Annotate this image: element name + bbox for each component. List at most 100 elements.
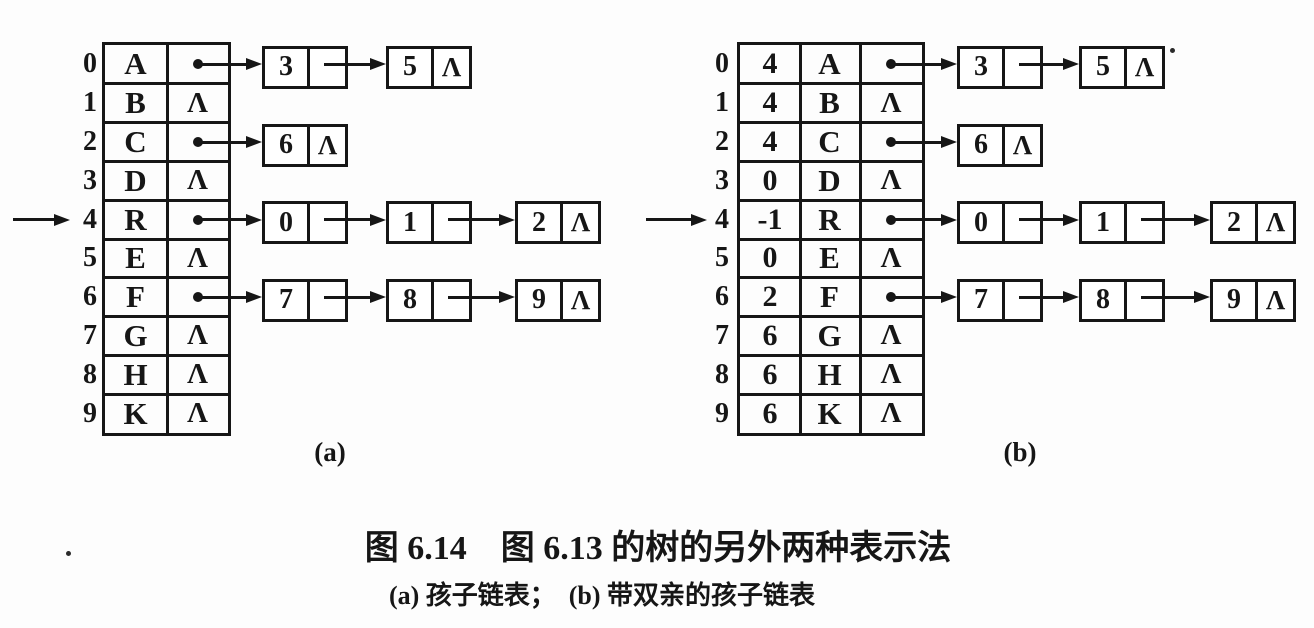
node-data: 9	[518, 281, 563, 319]
node-null: Λ	[1265, 284, 1286, 315]
scan-artifact-dot	[1170, 48, 1175, 53]
node-null: Λ	[1134, 51, 1155, 82]
pointer-dot	[192, 214, 203, 225]
array-table-a	[102, 42, 231, 436]
arrow-line	[1019, 218, 1067, 222]
pointer-dot	[886, 214, 896, 225]
table-grid-hline	[105, 392, 228, 396]
node-null: Λ	[441, 51, 462, 82]
list-node: 1	[1079, 201, 1165, 245]
pointer-dot	[886, 59, 896, 70]
arrow-line	[1141, 218, 1198, 222]
cell-data: H	[817, 356, 843, 392]
table-grid-hline	[740, 159, 922, 163]
arrow-line	[891, 140, 945, 144]
arrow-head	[941, 213, 957, 226]
table-grid-hline	[105, 315, 228, 319]
row-index: 2	[715, 125, 729, 157]
list-node: 7	[957, 278, 1043, 322]
cell-pointer-null: Λ	[187, 397, 208, 430]
row-index: 9	[715, 397, 729, 429]
arrow-head	[246, 58, 262, 71]
cell-data: F	[820, 279, 840, 315]
cell-parent: 6	[762, 318, 778, 352]
arrow-head	[1063, 58, 1079, 71]
cell-pointer-null: Λ	[880, 86, 902, 119]
table-grid-hline	[105, 82, 228, 86]
arrow-line	[324, 218, 374, 222]
arrow-head	[1194, 213, 1210, 226]
arrow-line	[324, 62, 374, 66]
row-index: 3	[715, 164, 729, 196]
cell-parent: 6	[762, 357, 778, 391]
cell-data: H	[123, 356, 149, 392]
row-index: 6	[83, 281, 97, 313]
table-grid-hline	[105, 159, 228, 163]
node-data: 2	[518, 204, 563, 242]
cell-pointer-null: Λ	[880, 164, 902, 197]
node-data: 7	[960, 281, 1005, 319]
cell-data: D	[124, 162, 148, 198]
cell-parent: 0	[762, 241, 778, 275]
arrow-line	[324, 295, 374, 299]
arrow-line	[448, 295, 503, 299]
row-index: 4	[83, 203, 97, 235]
cell-data: E	[819, 240, 841, 276]
diagram-label-b: (b)	[1003, 437, 1037, 467]
pointer-dot	[886, 137, 896, 147]
cell-data: C	[818, 123, 842, 159]
cell-data: F	[126, 279, 146, 315]
cell-data: D	[818, 162, 842, 198]
cell-parent: 4	[762, 86, 778, 120]
node-pointer	[1127, 204, 1162, 241]
arrow-head	[370, 213, 386, 226]
cell-data: C	[124, 123, 148, 159]
cell-pointer-null: Λ	[880, 319, 902, 352]
cell-parent: 4	[762, 124, 778, 158]
table-grid-hline	[740, 315, 922, 319]
table-grid-hline	[105, 353, 228, 357]
head-pointer-line	[646, 218, 695, 222]
list-node: 3	[957, 45, 1043, 89]
table-grid-hline	[105, 198, 228, 202]
table-grid-hline	[740, 82, 922, 86]
row-index: 7	[83, 319, 97, 351]
arrow-line	[1019, 62, 1067, 66]
node-null: Λ	[1265, 207, 1286, 238]
arrow-line	[197, 62, 250, 66]
head-pointer-arrowhead	[691, 213, 707, 226]
node-pointer	[1127, 282, 1162, 319]
cell-parent: 4	[762, 47, 778, 81]
arrow-line	[448, 218, 503, 222]
table-grid-hline	[740, 392, 922, 396]
node-data: 7	[265, 281, 310, 319]
arrow-head	[246, 136, 262, 148]
cell-data: K	[123, 395, 149, 431]
node-null: Λ	[1012, 129, 1033, 160]
list-node: 3	[262, 45, 348, 89]
row-index: 7	[715, 319, 729, 351]
cell-data: A	[124, 46, 148, 82]
pointer-dot	[192, 137, 203, 147]
arrow-line	[197, 140, 250, 144]
list-node: 8	[1079, 278, 1165, 322]
list-node: 8	[386, 278, 472, 322]
node-null: Λ	[570, 207, 591, 238]
table-grid-hline	[105, 276, 228, 280]
row-index: 6	[715, 281, 729, 313]
cell-data: K	[817, 395, 843, 431]
scan-artifact-dot	[66, 551, 71, 556]
row-index: 1	[715, 87, 729, 119]
node-pointer	[1005, 282, 1040, 319]
node-pointer	[1005, 49, 1040, 86]
row-index: 8	[83, 358, 97, 390]
node-data: 6	[265, 126, 310, 164]
